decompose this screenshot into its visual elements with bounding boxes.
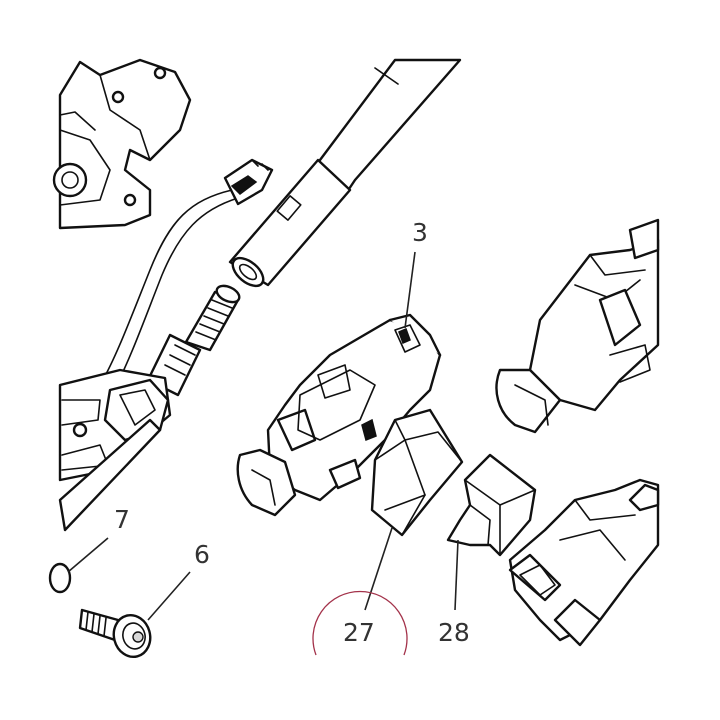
callout-27: 27 bbox=[343, 618, 375, 647]
steering-shaft bbox=[228, 58, 462, 288]
callout-6: 6 bbox=[194, 540, 210, 569]
right-lower-switch-assembly bbox=[508, 478, 660, 647]
steering-column-bracket bbox=[52, 58, 192, 230]
callout-28: 28 bbox=[438, 618, 470, 647]
leader-28 bbox=[454, 539, 459, 611]
leader-27 bbox=[364, 527, 393, 611]
leader-3 bbox=[404, 251, 416, 329]
highlight-circle-27 bbox=[312, 590, 408, 656]
part-7-ring bbox=[48, 562, 72, 594]
leader-6 bbox=[147, 571, 191, 621]
part-27-pad bbox=[370, 408, 464, 537]
part-6-screw bbox=[78, 608, 152, 659]
wire-harness bbox=[99, 158, 274, 391]
leader-7 bbox=[67, 537, 109, 573]
right-upper-switch-assembly bbox=[495, 218, 660, 434]
column-switch-body bbox=[58, 284, 241, 532]
part-28-bracket bbox=[446, 453, 537, 557]
part-3-switch-housing bbox=[236, 313, 442, 517]
callout-3: 3 bbox=[412, 218, 428, 247]
callout-7: 7 bbox=[114, 505, 130, 534]
